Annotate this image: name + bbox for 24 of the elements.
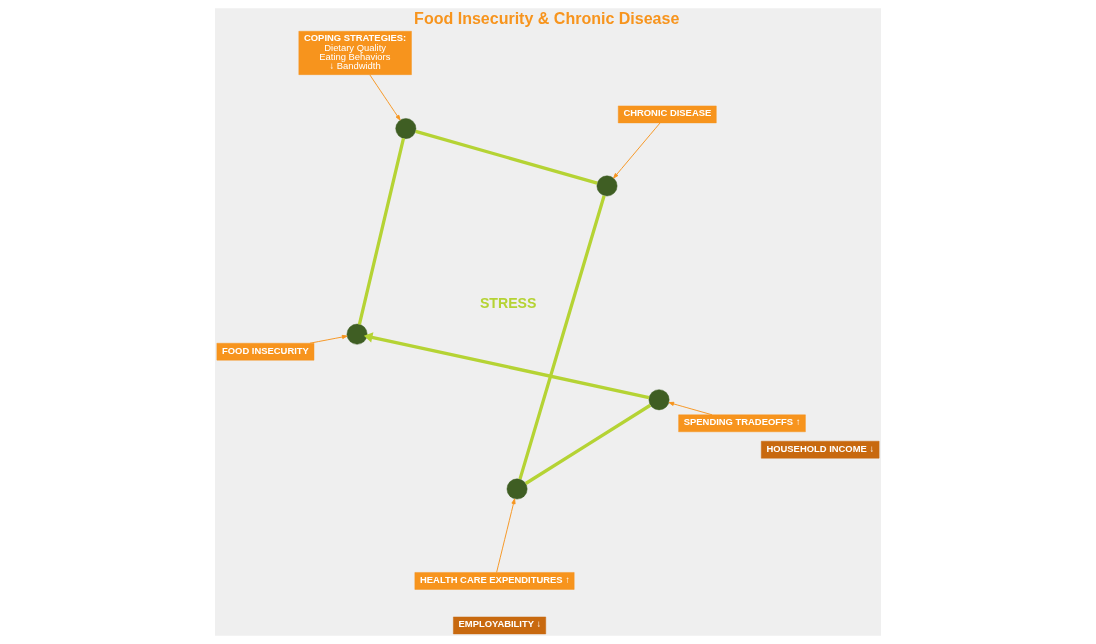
node-circle: [648, 389, 670, 411]
node-box: EMPLOYABILITY ↓: [453, 616, 546, 635]
node-box: HOUSEHOLD INCOME ↓: [761, 441, 880, 459]
label: STRESS: [479, 295, 537, 312]
arrow: [369, 74, 401, 121]
arrow: [613, 122, 661, 179]
node-circle: [346, 323, 368, 345]
node-box: SPENDING TRADEOFFS ↑: [678, 414, 806, 433]
connector: [357, 138, 406, 325]
node-box: HEALTH CARE EXPENDITURES ↑: [414, 572, 575, 590]
arrow: [496, 498, 516, 573]
node-box: FOOD INSECURITY: [216, 343, 315, 361]
node-circle: [596, 175, 618, 197]
arrow: [668, 401, 713, 416]
connector: [524, 403, 652, 485]
arrow: [309, 334, 348, 344]
node-circle: [506, 478, 528, 500]
node-box: CHRONIC DISEASE: [618, 105, 717, 124]
connector: [518, 195, 606, 480]
node-box: COPING STRATEGIES: Dietary Quality Eating Behaviors ↓ Bandwidth: [298, 31, 412, 75]
node-circle: [395, 118, 417, 139]
diagram-title: Food Insecurity & Chronic Disease: [414, 9, 680, 28]
arrow: [363, 332, 650, 400]
connector: [415, 129, 598, 185]
